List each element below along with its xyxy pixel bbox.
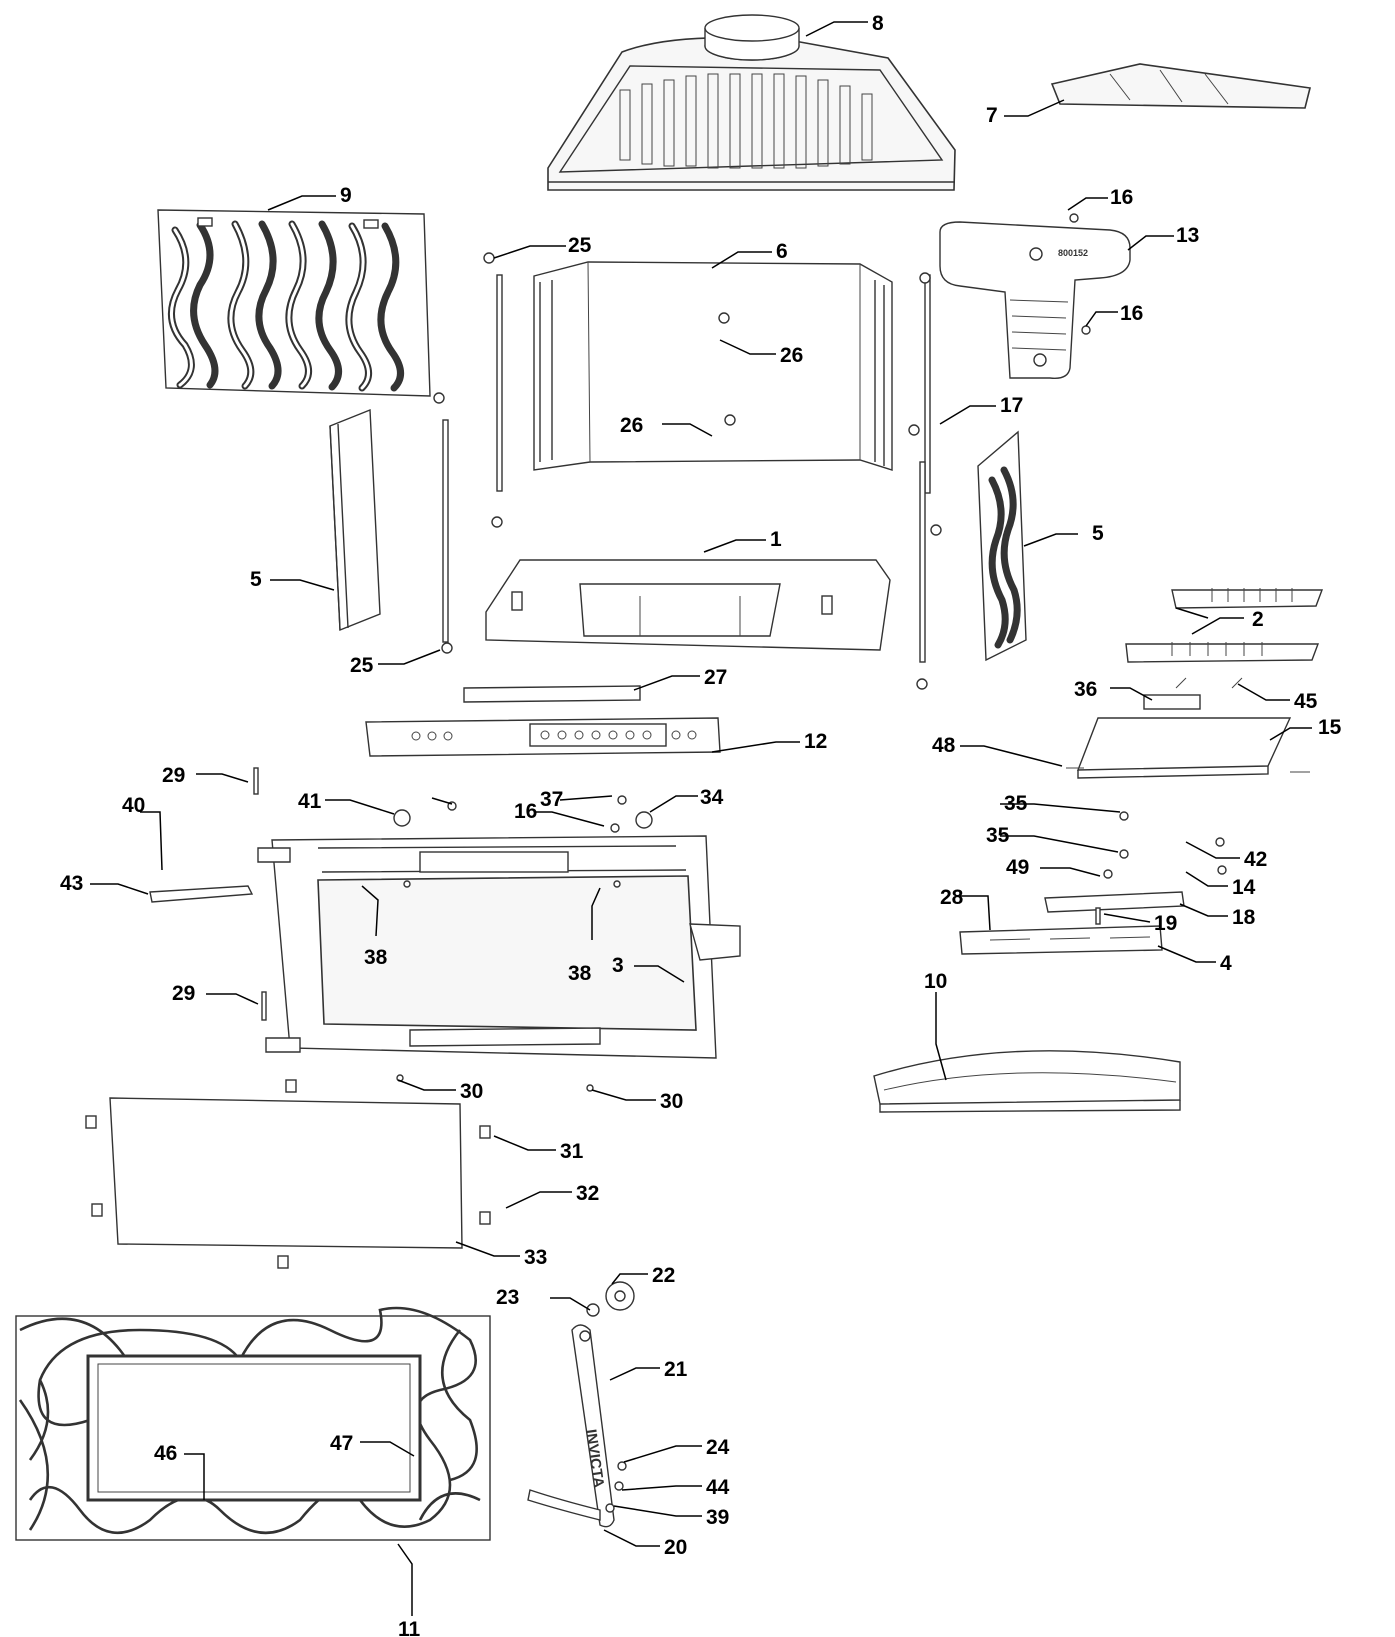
part-2-grates [1125, 588, 1324, 663]
part-1-base [485, 559, 891, 651]
callout-20: 20 [664, 1536, 687, 1559]
part-9-swirl-panel [157, 209, 431, 397]
callout-47: 47 [330, 1432, 353, 1455]
callout-48: 48 [932, 734, 956, 757]
callout-30-left: 30 [460, 1080, 483, 1103]
callout-11: 11 [398, 1618, 421, 1637]
callout-25-top: 25 [568, 234, 592, 257]
callout-4: 4 [1220, 952, 1232, 975]
callout-32: 32 [576, 1182, 599, 1205]
callout-12: 12 [804, 730, 827, 753]
part-13-top-plate: 800152 [939, 221, 1131, 379]
callout-37: 37 [540, 788, 563, 811]
callout-16-lower: 16 [514, 800, 537, 823]
callout-42: 42 [1244, 848, 1267, 871]
callout-3: 3 [612, 954, 624, 977]
part-8-top-hood [547, 14, 956, 191]
part-15-ash-pan [1076, 717, 1292, 779]
callout-2: 2 [1252, 608, 1264, 631]
part-5-left-side-brick [329, 408, 381, 632]
callout-14: 14 [1232, 876, 1256, 899]
part-7-baffle [1050, 63, 1311, 109]
callout-40: 40 [122, 794, 145, 817]
callout-23: 23 [496, 1286, 519, 1309]
callout-16-top: 16 [1110, 186, 1133, 209]
callout-30-right: 30 [660, 1090, 683, 1113]
callout-29-bottom: 29 [172, 982, 195, 1005]
part-27-plate [463, 685, 641, 703]
part-6-back-liner [533, 261, 893, 471]
callout-29-top: 29 [162, 764, 185, 787]
callout-21: 21 [664, 1358, 688, 1381]
callout-8: 8 [872, 12, 884, 35]
part-36 [1143, 694, 1201, 710]
callout-24: 24 [706, 1436, 730, 1459]
callout-15: 15 [1318, 716, 1342, 739]
callout-5-right: 5 [1092, 522, 1104, 545]
callout-26-upper: 26 [780, 344, 803, 367]
callout-26-lower: 26 [620, 414, 643, 437]
callout-41: 41 [298, 790, 322, 813]
callout-33: 33 [524, 1246, 547, 1269]
callout-39: 39 [706, 1506, 729, 1529]
callout-38-right: 38 [568, 962, 592, 985]
leader-lines [90, 21, 1312, 1616]
callout-38-left: 38 [364, 946, 388, 969]
callout-49: 49 [1006, 856, 1029, 879]
hardware [253, 213, 1310, 1513]
callout-34: 34 [700, 786, 724, 809]
part-33-glass [85, 1079, 491, 1269]
part-4-part-28-bar [959, 925, 1163, 955]
callout-46: 46 [154, 1442, 177, 1465]
part-18-catch [1044, 891, 1185, 913]
callout-35-upper: 35 [1004, 792, 1028, 815]
callout-13: 13 [1176, 224, 1199, 247]
callout-44: 44 [706, 1476, 730, 1499]
callout-27: 27 [704, 666, 727, 689]
callout-43: 43 [60, 872, 83, 895]
part-12-air-bar [365, 717, 721, 757]
callout-17: 17 [1000, 394, 1023, 417]
callout-1: 1 [770, 528, 782, 551]
callout-35-lower: 35 [986, 824, 1010, 847]
part-21-handle: INVICTA [527, 1324, 615, 1528]
callout-22: 22 [652, 1264, 675, 1287]
callout-28: 28 [940, 886, 964, 909]
callout-labels: 8 7 9 6 25 16 13 16 26 26 17 1 5 5 2 25 … [60, 12, 1342, 1637]
callout-31: 31 [560, 1140, 584, 1163]
callout-18: 18 [1232, 906, 1256, 929]
callout-45: 45 [1294, 690, 1318, 713]
callout-36: 36 [1074, 678, 1097, 701]
callout-5-left: 5 [250, 568, 262, 591]
callout-9: 9 [340, 184, 352, 207]
callout-25-bottom: 25 [350, 654, 374, 677]
callout-7: 7 [986, 104, 998, 127]
tie-rods [433, 252, 942, 690]
part-43-lever [149, 885, 254, 903]
part-11-front-door [15, 1306, 491, 1541]
callout-10: 10 [924, 970, 947, 993]
part-code-label: 800152 [1058, 248, 1088, 258]
part-10-deflector [873, 1050, 1181, 1113]
callout-19: 19 [1154, 912, 1177, 935]
callout-16-middle: 16 [1120, 302, 1143, 325]
callout-6: 6 [776, 240, 788, 263]
part-5-right-side-brick [977, 430, 1027, 662]
part-3-door-frame [257, 835, 741, 1059]
